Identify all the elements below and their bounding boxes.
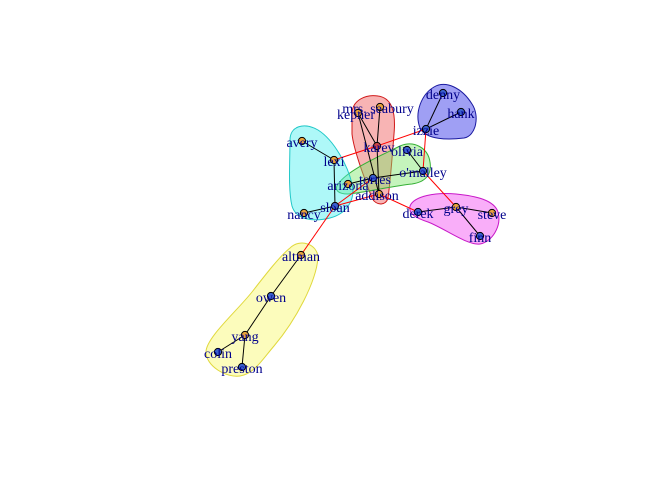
node-label-nancy: nancy [287, 208, 320, 223]
edge-lexi-sloan [333, 159, 336, 207]
node-owen [266, 291, 276, 301]
node-label-omalley: o'malley [399, 166, 447, 181]
edge-denny-izzie [425, 92, 444, 130]
node-grey [451, 202, 461, 212]
node-lexi [329, 155, 339, 165]
node-label-denny: denny [426, 88, 460, 103]
node-denny [438, 88, 448, 98]
edge-izzie-omalley [422, 128, 427, 172]
node-label-sloan: sloan [320, 201, 350, 216]
node-layer [213, 88, 497, 372]
node-omalley [418, 166, 428, 176]
node-label-torres: torres [359, 173, 391, 188]
node-label-avery: avery [286, 136, 317, 151]
node-label-arizona: arizona [327, 179, 369, 194]
node-label-yang: yang [231, 330, 258, 345]
edge-sloan-altman [300, 205, 336, 256]
edge-avery-lexi [301, 140, 335, 161]
edge-addison-sloan [334, 193, 380, 207]
edge-kepner-karev [357, 112, 378, 147]
edge-grey-steve [455, 206, 493, 214]
node-label-steve: steve [478, 208, 507, 223]
node-altman [296, 250, 306, 260]
node-label-kepner: kepner [337, 108, 375, 123]
node-finn [475, 231, 485, 241]
node-steve [487, 208, 497, 218]
node-label-lexi: lexi [324, 155, 345, 170]
node-label-owen: owen [256, 291, 286, 306]
node-karev [372, 141, 382, 151]
edge-karev-addison [376, 145, 380, 195]
edge-olivia-omalley [406, 149, 424, 172]
node-addison [374, 189, 384, 199]
edge-addison-derek [378, 193, 419, 213]
edge-grey-finn [455, 206, 481, 237]
edge-yang-preston [241, 334, 246, 368]
edge-derek-grey [417, 206, 457, 213]
edge-hank-izzie [425, 111, 462, 130]
node-izzie [421, 124, 431, 134]
edge-arizona-torres [347, 177, 374, 185]
node-preston [237, 362, 247, 372]
edge-altman-owen [270, 254, 302, 297]
node-label-mrs-seabury: mrs. seabury [342, 102, 414, 117]
node-yang [240, 330, 250, 340]
node-label-preston: preston [221, 362, 262, 377]
edge-grey-omalley [422, 170, 457, 208]
node-avery [297, 136, 307, 146]
node-mrs-seabury [375, 102, 385, 112]
node-hank [456, 107, 466, 117]
node-label-olivia: olivia [391, 145, 424, 160]
node-colin [213, 347, 223, 357]
edge-owen-yang [244, 295, 272, 336]
node-kepner [353, 108, 363, 118]
edge-mrs-seabury-karev [376, 106, 381, 147]
node-label-karev: karev [363, 141, 394, 156]
node-arizona [343, 179, 353, 189]
edge-nancy-sloan [303, 205, 336, 214]
node-derek [413, 207, 423, 217]
node-label-derek: derek [402, 207, 433, 222]
edge-torres-sloan [334, 177, 374, 207]
node-label-addison: addison [355, 189, 399, 204]
edge-karev-lexi [333, 145, 378, 161]
edge-izzie-karev [376, 128, 427, 147]
node-label-colin: colin [204, 347, 232, 362]
node-label-altman: altman [282, 250, 320, 265]
node-nancy [299, 208, 309, 218]
node-label-finn: finn [469, 231, 492, 246]
node-sloan [330, 201, 340, 211]
node-label-hank: hank [447, 107, 474, 122]
community-hull-cyan [289, 125, 354, 221]
node-torres [368, 173, 378, 183]
node-olivia [402, 145, 412, 155]
edge-omalley-torres [372, 170, 424, 179]
edge-yang-colin [217, 334, 246, 353]
node-label-izzie: izzie [413, 124, 439, 139]
node-label-grey: grey [444, 202, 469, 217]
